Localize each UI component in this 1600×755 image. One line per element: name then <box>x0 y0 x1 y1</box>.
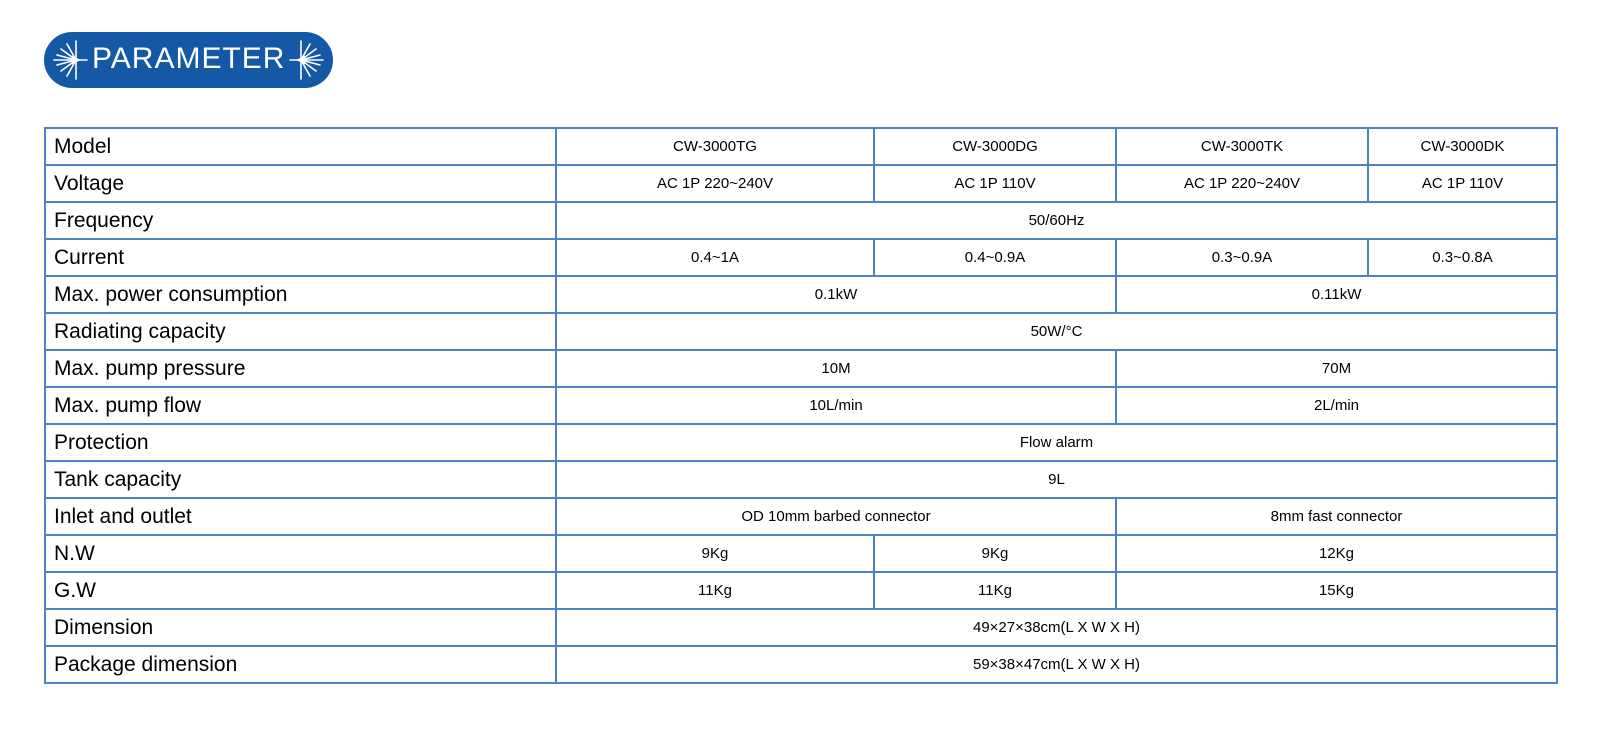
spec-value-cell: 11Kg <box>873 571 1117 610</box>
spec-value-cell: CW-3000DG <box>873 127 1117 166</box>
spec-value-cell: OD 10mm barbed connector <box>555 497 1117 536</box>
spec-value-cell: 0.4~1A <box>555 238 875 277</box>
spec-value-cell: 0.3~0.9A <box>1115 238 1369 277</box>
row-label: Inlet and outlet <box>44 497 557 536</box>
spec-value-cell: 9Kg <box>555 534 875 573</box>
spec-value-cell: 50W/°C <box>555 312 1558 351</box>
spec-value-cell: 11Kg <box>555 571 875 610</box>
spec-value-cell: 10L/min <box>555 386 1117 425</box>
row-label: Protection <box>44 423 557 462</box>
badge-title: PARAMETER <box>92 42 286 75</box>
spec-value-cell: AC 1P 220~240V <box>1115 164 1369 203</box>
row-label: Max. pump pressure <box>44 349 557 388</box>
row-label: Package dimension <box>44 645 557 684</box>
spec-value-cell: 8mm fast connector <box>1115 497 1558 536</box>
spec-value-cell: AC 1P 110V <box>1367 164 1558 203</box>
spec-value-cell: 70M <box>1115 349 1558 388</box>
row-label: Current <box>44 238 557 277</box>
row-label: Max. pump flow <box>44 386 557 425</box>
spec-value-cell: 9L <box>555 460 1558 499</box>
row-label: Frequency <box>44 201 557 240</box>
row-label: G.W <box>44 571 557 610</box>
spec-value-cell: Flow alarm <box>555 423 1558 462</box>
spec-value-cell: AC 1P 220~240V <box>555 164 875 203</box>
spec-value-cell: 50/60Hz <box>555 201 1558 240</box>
spec-value-cell: 0.1kW <box>555 275 1117 314</box>
spec-value-cell: CW-3000TG <box>555 127 875 166</box>
row-label: Radiating capacity <box>44 312 557 351</box>
spec-value-cell: 10M <box>555 349 1117 388</box>
parameter-badge: PARAMETER <box>44 32 334 88</box>
spec-value-cell: 15Kg <box>1115 571 1558 610</box>
spec-value-cell: AC 1P 110V <box>873 164 1117 203</box>
spec-value-cell: 0.4~0.9A <box>873 238 1117 277</box>
row-label: Voltage <box>44 164 557 203</box>
row-label: Model <box>44 127 557 166</box>
spec-value-cell: 9Kg <box>873 534 1117 573</box>
row-label: Max. power consumption <box>44 275 557 314</box>
spec-value-cell: 12Kg <box>1115 534 1558 573</box>
row-label: N.W <box>44 534 557 573</box>
row-label: Dimension <box>44 608 557 647</box>
spec-value-cell: CW-3000DK <box>1367 127 1558 166</box>
spec-value-cell: 2L/min <box>1115 386 1558 425</box>
sparkle-icon <box>53 40 88 80</box>
spec-value-cell: 0.11kW <box>1115 275 1558 314</box>
spec-value-cell: CW-3000TK <box>1115 127 1369 166</box>
spec-value-cell: 49×27×38cm(L X W X H) <box>555 608 1558 647</box>
spec-value-cell: 59×38×47cm(L X W X H) <box>555 645 1558 684</box>
row-label: Tank capacity <box>44 460 557 499</box>
sparkle-icon <box>289 40 325 80</box>
spec-value-cell: 0.3~0.8A <box>1367 238 1558 277</box>
